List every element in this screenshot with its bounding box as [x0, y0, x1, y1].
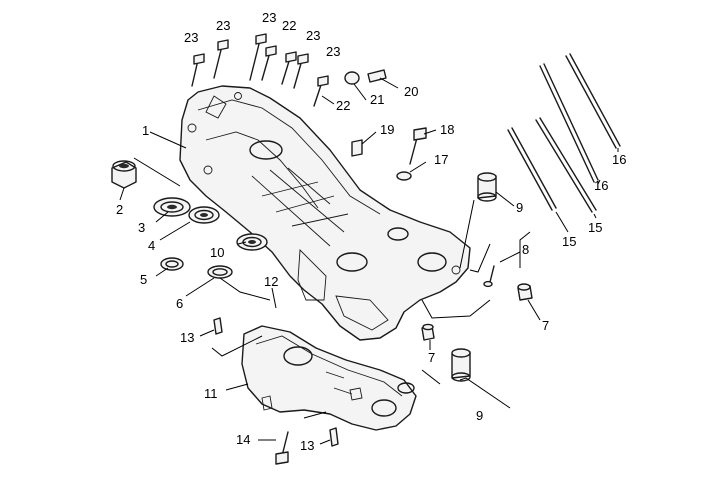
callout-15-left: 15 [562, 234, 576, 249]
callout-16-lower: 16 [594, 178, 608, 193]
dowel-part-9-upper [477, 172, 497, 202]
callout-23-c: 23 [262, 10, 276, 25]
bearing-part-3 [153, 197, 191, 217]
callout-9-lower: 9 [476, 408, 483, 423]
dowel-part-7-right [517, 283, 533, 301]
dowel-part-9-lower [451, 348, 471, 382]
callout-16-upper: 16 [612, 152, 626, 167]
callout-10: 10 [210, 245, 224, 260]
pin-part-8 [483, 265, 495, 288]
bolts-part-23 [191, 33, 309, 89]
callout-9-upper: 9 [516, 200, 523, 215]
callout-22-upper: 22 [282, 18, 296, 33]
callout-11: 11 [204, 386, 218, 401]
pins-part-13 [213, 317, 339, 447]
callout-4: 4 [148, 238, 155, 253]
callout-23-e: 23 [326, 44, 340, 59]
callout-15-right: 15 [588, 220, 602, 235]
callout-23-b: 23 [216, 18, 230, 33]
crankcase-lower-half [241, 325, 417, 431]
washer-part-17 [396, 171, 412, 181]
callout-8: 8 [522, 242, 529, 257]
callout-17: 17 [434, 152, 448, 167]
callout-18: 18 [440, 122, 454, 137]
callout-21: 21 [370, 92, 384, 107]
callout-22-lower: 22 [336, 98, 350, 113]
drain-plug-part-20-21 [344, 69, 387, 85]
callout-20: 20 [404, 84, 418, 99]
bearing-part-4 [188, 206, 220, 224]
crankcase-upper-half [179, 85, 471, 341]
callout-12: 12 [264, 274, 278, 289]
callout-23-d: 23 [306, 28, 320, 43]
callout-1: 1 [142, 123, 149, 138]
callout-7-left: 7 [428, 350, 435, 365]
callout-13-upper: 13 [180, 330, 194, 345]
bolt-part-22 [313, 75, 329, 107]
callout-5: 5 [140, 272, 147, 287]
callout-6: 6 [176, 296, 183, 311]
callout-13-lower: 13 [300, 438, 314, 453]
seal-part-2 [111, 160, 137, 189]
callout-labels: 1 2 3 4 5 6 7 7 8 9 9 10 11 12 13 13 14 … [116, 10, 626, 453]
bushing-part-19 [351, 139, 363, 157]
seal-part-6 [207, 265, 233, 279]
callout-7-right: 7 [542, 318, 549, 333]
callout-23-a: 23 [184, 30, 198, 45]
bearing-part-10 [236, 233, 268, 251]
seal-part-5 [160, 257, 184, 271]
callout-2: 2 [116, 202, 123, 217]
bolt-part-14 [275, 431, 289, 465]
callout-19: 19 [380, 122, 394, 137]
studs-part-15-16 [507, 53, 621, 213]
bolt-part-18 [409, 127, 427, 165]
dowel-part-7-left [421, 323, 435, 341]
callout-3: 3 [138, 220, 145, 235]
callout-14: 14 [236, 432, 250, 447]
leader-lines [119, 77, 619, 445]
